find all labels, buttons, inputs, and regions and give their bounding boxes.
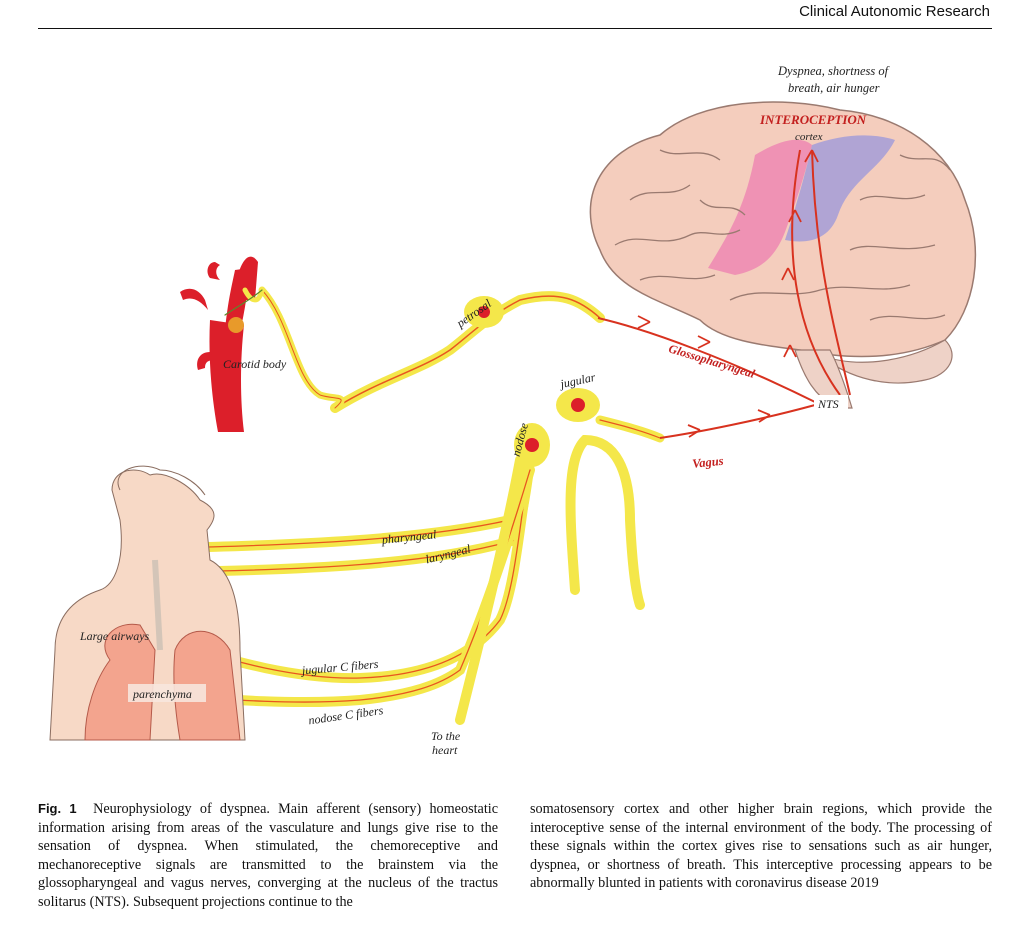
petrosal-ganglion-cell	[478, 306, 490, 318]
caption-text-left: Neurophysiology of dyspnea. Main afferen…	[38, 801, 499, 910]
figure-label: Fig. 1	[38, 801, 77, 816]
afferent-pathways	[597, 149, 851, 439]
label-nts: NTS	[817, 397, 839, 411]
brain-illustration	[589, 101, 977, 409]
somatosensory-pink	[708, 139, 812, 275]
carotid-artery	[180, 256, 258, 432]
caption-text-right: somatosensory cortex and other higher br…	[530, 801, 992, 892]
label-pharyngeal: pharyngeal	[380, 527, 437, 547]
label-heart: heart	[432, 743, 458, 757]
nodose-ganglion-cell	[525, 438, 539, 452]
jugular-ganglion-cell	[571, 398, 585, 412]
journal-name: Clinical Autonomic Research	[799, 3, 990, 20]
caption-left-column: Fig. 1 Neurophysiology of dyspnea. Main …	[38, 800, 498, 912]
label-vagus: Vagus	[692, 454, 725, 471]
label-cortex: cortex	[795, 131, 823, 143]
label-to-the: To the	[431, 729, 461, 743]
label-large-airways: Large airways	[79, 629, 150, 643]
caption-right-column: somatosensory cortex and other higher br…	[530, 800, 992, 893]
label-carotid-body: Carotid body	[223, 357, 287, 371]
page-header: Clinical Autonomic Research	[38, 0, 992, 29]
label-dyspnea-line2: breath, air hunger	[788, 81, 880, 95]
label-laryngeal: laryngeal	[424, 542, 473, 567]
dyspnea-figure: Carotid body petrosal jugular nodose	[49, 64, 977, 757]
label-dyspnea-line1: Dyspnea, shortness of	[777, 64, 890, 78]
label-jugular-c-fibers: jugular C fibers	[299, 657, 379, 678]
glossopharyngeal-nerve	[224, 286, 605, 413]
human-torso-illustration	[49, 465, 246, 741]
label-interoception: INTEROCEPTION	[759, 112, 867, 127]
label-parenchyma: parenchyma	[132, 687, 192, 701]
label-glossopharyngeal: Glossopharyngeal	[667, 341, 757, 381]
